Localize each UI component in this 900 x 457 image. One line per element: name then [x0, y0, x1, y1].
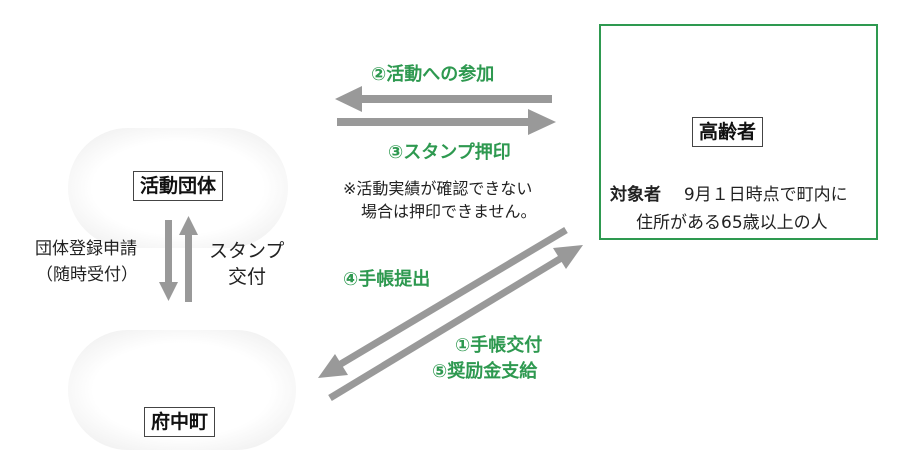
arrow-submit-book: [328, 245, 583, 401]
flow-participation-label: ②活動への参加: [371, 64, 495, 85]
arrow-stamp-press: [337, 109, 556, 135]
flow-submit-book-label: ④手帳提出: [343, 269, 431, 290]
elderly-target-line2: 住所がある65歳以上の人: [636, 213, 828, 233]
arrow-registration: [159, 220, 178, 301]
arrow-participation: [335, 86, 552, 112]
stamp-issue-line1: スタンプ: [209, 240, 285, 262]
registration-line1: 団体登録申請: [35, 239, 137, 259]
arrow-issue-book: [318, 226, 568, 378]
elderly-target-line1: 対象者 9月１日時点で町内に: [610, 180, 848, 205]
stamp-issue-line2: 交付: [228, 266, 267, 288]
registration-line2: （随時受付）: [36, 265, 138, 285]
arrow-stamp-issue: [179, 216, 198, 302]
town-label: 府中町: [144, 407, 216, 437]
elderly-target-text1: 9月１日時点で町内に: [683, 185, 848, 205]
stamp-note-line2: 場合は押印できません。: [361, 202, 537, 221]
flow-incentive-label: ⑤奨励金支給: [432, 361, 538, 382]
flow-stamp-press-label: ③スタンプ押印: [388, 142, 511, 163]
flow-issue-book-label: ①手帳交付: [455, 335, 543, 356]
elderly-label: 高齢者: [692, 117, 764, 147]
stamp-note-line1: ※活動実績が確認できない: [343, 179, 533, 198]
elderly-target-label: 対象者: [610, 185, 661, 205]
group-label: 活動団体: [133, 171, 224, 201]
